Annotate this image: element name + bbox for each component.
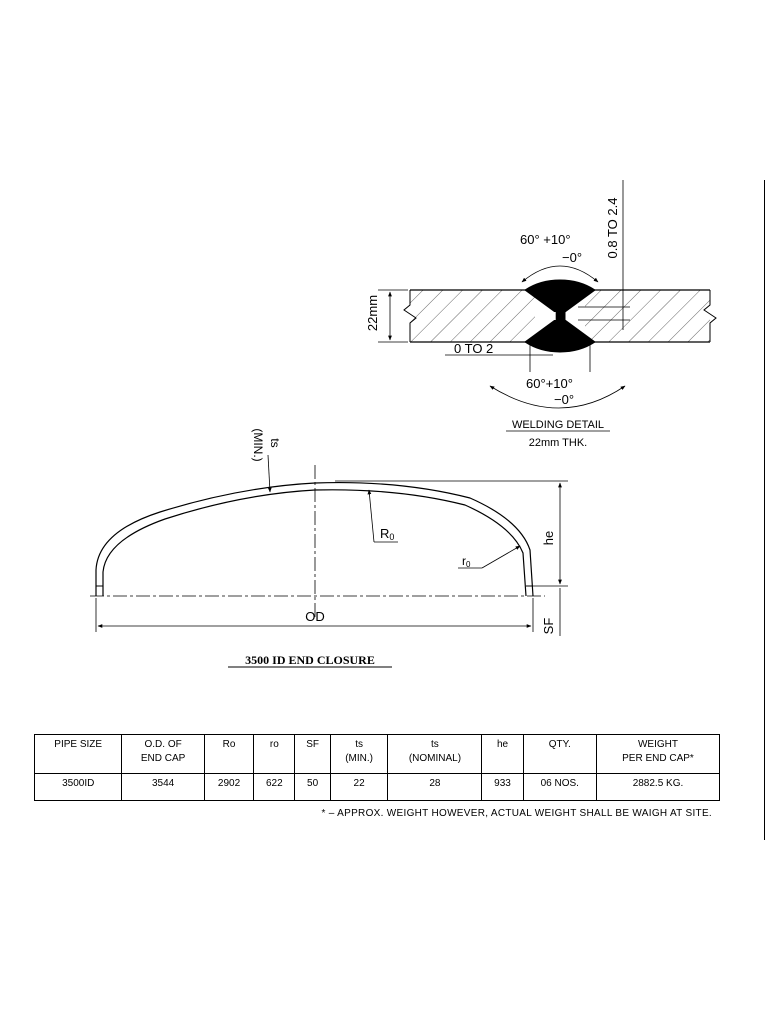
angle-top-label: 60° +10°: [520, 232, 571, 247]
od-label: OD: [305, 609, 325, 624]
header-ts-nominal: ts(NOMINAL): [387, 734, 483, 774]
cell-od: 3544: [121, 773, 205, 801]
plate-left: [410, 290, 535, 342]
angle-bottom-label: 60°+10°: [526, 376, 573, 391]
angle-top-minus-label: −0°: [562, 250, 582, 265]
crown-radius-label: R0: [380, 526, 394, 542]
welding-detail-title: WELDING DETAIL: [512, 419, 604, 431]
header-pipe-size: PIPE SIZE: [33, 734, 123, 774]
knuckle-radius-label: r0: [462, 554, 471, 569]
end-closure: ts (MIN.) R0 r0 he SF OD 3500 ID END CLO…: [90, 428, 568, 668]
header-he: he: [481, 734, 524, 774]
end-closure-title: 3500 ID END CLOSURE: [245, 653, 375, 667]
header-sf: SF: [294, 734, 331, 774]
cell-ts-nominal: 28: [387, 773, 483, 801]
plate-right: [585, 290, 710, 342]
weight-note: * – APPROX. WEIGHT HOWEVER, ACTUAL WEIGH…: [321, 808, 712, 819]
table-row: 3500ID 3544 2902 622 50 22 28 933 06 NOS…: [33, 773, 721, 801]
welding-detail: 22mm 0.8 TO 2.4 60° +10° −0° 0 TO 2 60°+…: [365, 180, 717, 449]
header-qty: QTY.: [522, 734, 597, 774]
thickness-dim-label: 22mm: [365, 295, 380, 331]
header-ro: Ro: [203, 734, 255, 774]
head-inner-profile: [102, 489, 527, 597]
gap-dim-label: 0.8 TO 2.4: [605, 198, 620, 259]
cell-he: 933: [481, 773, 524, 801]
cell-knuckle-ro: 622: [253, 773, 296, 801]
sf-label: SF: [541, 618, 556, 635]
cell-sf: 50: [294, 773, 331, 801]
head-outer-profile: [95, 481, 534, 597]
header-knuckle-ro: ro: [253, 734, 296, 774]
welding-detail-subtitle: 22mm THK.: [529, 437, 587, 449]
cell-weight: 2882.5 KG.: [595, 773, 721, 801]
angle-bottom-minus-label: −0°: [554, 392, 574, 407]
height-label: he: [541, 531, 556, 545]
ts-label: ts: [268, 438, 282, 447]
cell-ro: 2902: [203, 773, 255, 801]
cell-pipe-size: 3500ID: [33, 773, 123, 801]
ts-min-label: (MIN.): [251, 428, 265, 461]
sheet-border-line: [764, 180, 765, 840]
weld-bead: [524, 279, 596, 353]
cell-qty: 06 NOS.: [522, 773, 597, 801]
header-ts-min: ts(MIN.): [329, 734, 389, 774]
cell-ts-min: 22: [329, 773, 389, 801]
root-gap-label: 0 TO 2: [454, 341, 493, 356]
